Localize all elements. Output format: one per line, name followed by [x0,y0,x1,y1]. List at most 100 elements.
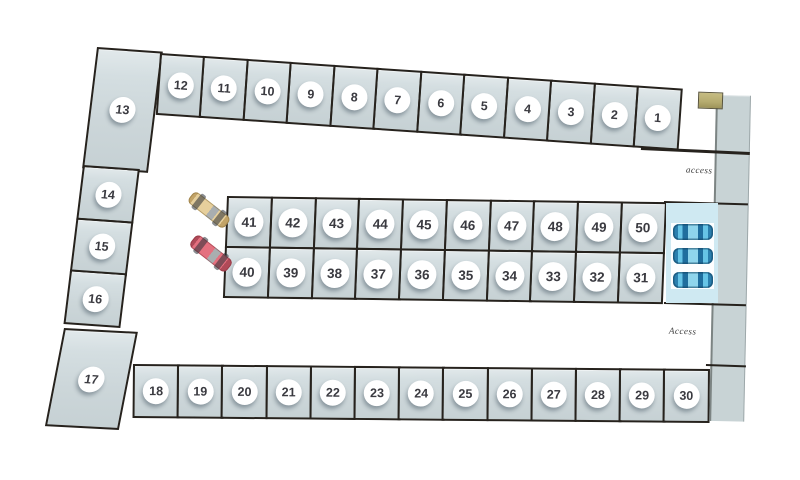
unit-cell[interactable]: 46 [443,199,492,252]
unit-number-badge: 18 [142,378,170,405]
unit-cell[interactable]: 42 [268,196,317,250]
unit-number-badge: 40 [232,257,263,287]
unit-number-badge: 31 [625,262,656,292]
unit-number-badge: 39 [275,257,306,288]
unit-cell[interactable]: 50 [618,201,667,255]
unit-cell[interactable]: 6 [415,70,466,136]
access-label-upper: access [685,164,713,176]
unit-number-badge: 12 [166,71,195,100]
unit-cell[interactable]: 47 [487,199,536,253]
island-bottom-row: 40 39 38 37 36 35 34 33 32 31 [222,245,665,304]
unit-number-badge: 10 [253,77,282,106]
unit-cell[interactable]: 26 [486,367,534,422]
unit-cell[interactable]: 38 [310,246,359,300]
unit-cell[interactable]: 9 [285,61,336,127]
gate-house [697,91,724,110]
unit-cell[interactable]: 10 [242,58,293,124]
unit-cell[interactable]: 12 [155,53,206,118]
unit-cell[interactable]: 15 [69,217,134,276]
unit-cell[interactable]: 28 [574,367,622,423]
unit-number-badge: 41 [233,207,265,238]
unit-number-badge: 38 [319,258,350,288]
unit-cell[interactable]: 43 [312,197,361,250]
unit-cell[interactable]: 19 [176,364,224,419]
unit-cell[interactable]: 22 [309,365,357,420]
unit-cell[interactable]: 36 [397,247,447,301]
unit-number-badge: 13 [107,96,138,124]
unit-number-badge: 46 [452,210,483,241]
unit-number-badge: 17 [75,365,107,393]
unit-cell[interactable]: 44 [356,197,405,251]
island-top-row: 41 42 43 44 45 46 47 48 49 50 [224,196,667,255]
unit-cell[interactable]: 29 [618,368,666,423]
unit-cell[interactable]: 49 [574,200,624,254]
unit-cell[interactable]: 33 [529,249,578,303]
unit-number-badge: 36 [406,259,438,289]
access-label-lower: Access [668,325,697,337]
unit-cell[interactable]: 41 [224,196,274,249]
unit-number-badge: 37 [363,258,394,289]
unit-number-badge: 42 [277,208,308,238]
unit-number-badge: 2 [600,101,629,129]
unit-cell[interactable]: 40 [222,245,272,299]
unit-number-badge: 26 [496,381,523,408]
unit-cell[interactable]: 24 [397,366,445,421]
parked-car-icon [672,270,713,290]
unit-cell[interactable]: 5 [459,73,510,139]
unit-cell[interactable]: 34 [485,249,534,302]
unit-cell[interactable]: 21 [265,365,313,420]
unit-cell[interactable]: 7 [372,67,423,133]
unit-number-badge: 48 [540,211,571,242]
unit-cell[interactable]: 16 [63,269,128,329]
unit-number-badge: 22 [319,379,346,406]
unit-number-badge: 19 [187,378,214,405]
unit-number-badge: 29 [629,382,656,409]
unit-17[interactable]: 17 [44,328,138,431]
unit-cell[interactable]: 30 [662,368,710,424]
unit-cell[interactable]: 27 [530,367,578,422]
unit-number-badge: 45 [408,210,440,240]
unit-number-badge: 15 [87,232,117,261]
unit-number-badge: 9 [297,80,325,109]
unit-cell[interactable]: 32 [572,250,622,303]
unit-cell[interactable]: 20 [220,364,269,420]
unit-number-badge: 34 [494,260,525,291]
unit-cell[interactable]: 1 [632,85,683,151]
moving-car-tan-icon [186,190,232,230]
unit-cell[interactable]: 4 [502,76,553,142]
unit-number-badge: 21 [275,379,302,406]
unit-cell[interactable]: 48 [531,200,580,253]
parked-car-icon [672,246,713,266]
unit-number-badge: 6 [427,89,455,118]
unit-number-badge: 5 [470,92,499,121]
top-unit-row: 12 11 10 9 8 7 6 5 4 3 2 1 [155,53,683,151]
unit-cell[interactable]: 11 [199,55,250,121]
unit-cell[interactable]: 8 [329,64,380,130]
unit-cell[interactable]: 31 [616,250,665,304]
unit-cell[interactable]: 39 [266,246,316,299]
unit-cell[interactable]: 23 [353,365,401,421]
unit-number-badge: 20 [231,378,258,406]
unit-cell[interactable]: 14 [76,165,140,224]
parking-bays [671,222,714,290]
unit-cell[interactable]: 18 [132,364,180,419]
unit-13[interactable]: 13 [82,47,163,173]
unit-cell[interactable]: 45 [399,198,449,252]
unit-cell[interactable]: 3 [545,79,597,145]
bottom-unit-row: 18 19 20 21 22 23 24 25 26 27 28 29 30 [132,364,710,424]
unit-cell[interactable]: 25 [441,366,489,422]
unit-number-badge: 25 [452,380,479,408]
parked-car-icon [672,222,713,242]
unit-number-badge: 43 [321,208,352,239]
unit-number-badge: 24 [408,380,435,407]
unit-number-badge: 7 [383,86,412,115]
unit-cell[interactable]: 37 [354,247,403,300]
unit-cell[interactable]: 2 [589,82,640,148]
unit-number-badge: 11 [210,74,239,103]
unit-number-badge: 32 [581,261,613,292]
unit-number-badge: 3 [557,98,585,126]
unit-number-badge: 1 [643,104,672,132]
left-unit-column: 14 15 16 [63,165,140,329]
unit-cell[interactable]: 35 [441,248,490,302]
